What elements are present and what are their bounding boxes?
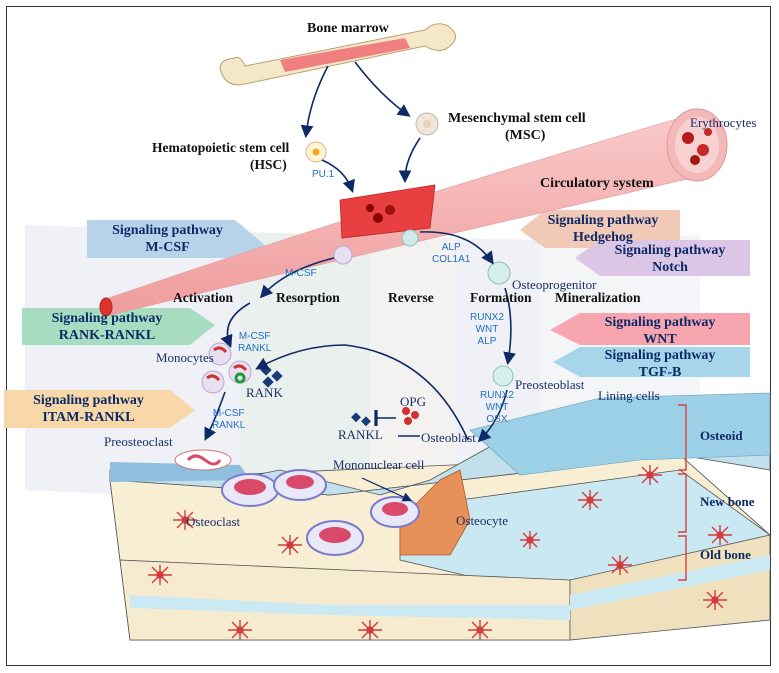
pathway-banners: [4, 210, 750, 428]
layer-osteoid: Osteoid: [700, 428, 743, 443]
runx2-wnt-osx-label: RUNX2 WNT OSX: [480, 390, 514, 426]
pathway-mcsf-line1: Signaling pathway: [112, 223, 223, 238]
pathway-hedgehog-line1: Signaling pathway: [547, 213, 659, 228]
runx2-label-1: RUNX2: [470, 312, 504, 323]
mcsf-label-3: M-CSF: [212, 408, 245, 419]
runx2-wnt-alp-label: RUNX2 WNT ALP: [470, 312, 504, 348]
opg-label: OPG: [400, 394, 427, 409]
osx-label: OSX: [486, 414, 508, 425]
mcsf-rankl-label-2: M-CSF RANKL: [212, 408, 245, 432]
blood-vessel: [99, 108, 728, 317]
mcsf-rankl-label-1: M-CSF RANKL: [238, 331, 271, 355]
banner-mcsf: [87, 220, 265, 258]
pathway-arrows: [204, 61, 516, 502]
banner-notch: [575, 240, 750, 276]
mononuclear-cells: [399, 469, 471, 556]
osteoblast-label: Osteoblast: [421, 430, 476, 445]
msc-abbr-label: (MSC): [505, 128, 546, 143]
bone-marrow-label: Bone marrow: [307, 21, 389, 36]
hsc-label: Hematopoietic stem cell: [152, 140, 290, 155]
layer-brackets: [678, 404, 687, 581]
rank-label: RANK: [246, 385, 283, 400]
banner-hedgehog: [520, 210, 680, 248]
pu1-label: PU.1: [312, 169, 335, 180]
pathway-mcsf: Signaling pathway M-CSF: [100, 222, 235, 256]
mononuclear-cell-label: Mononuclear cell: [333, 457, 425, 472]
banner-itam-rankl: [4, 390, 195, 428]
rankl-factor-label-1: RANKL: [238, 343, 272, 354]
pathway-itam-rankl-line1: Signaling pathway: [33, 393, 144, 408]
phase-formation: Formation: [470, 290, 532, 305]
hsc-abbr-label: (HSC): [250, 157, 287, 172]
mcsf-label-2: M-CSF: [238, 331, 271, 342]
monocytes-label: Monocytes: [156, 350, 214, 365]
preosteoblast-label: Preosteoblast: [515, 377, 585, 392]
osteoclast-label: Osteoclast: [186, 514, 241, 529]
wnt-label-1: WNT: [475, 324, 499, 335]
erythrocytes-label: Erythrocytes: [690, 115, 757, 130]
banner-rank-rankl: [22, 308, 215, 345]
pathway-wnt-line2: WNT: [643, 332, 677, 347]
mcsf-label: M-CSF: [285, 268, 317, 279]
bone-marrow-illustration: [219, 23, 456, 86]
pathway-wnt: Signaling pathway WNT: [575, 314, 745, 348]
pathway-notch-line1: Signaling pathway: [614, 243, 726, 258]
rankl-factor-label-2: RANKL: [212, 420, 246, 431]
pathway-wnt-line1: Signaling pathway: [604, 315, 716, 330]
wnt-label-2: WNT: [485, 402, 509, 413]
pathway-itam-rankl-line2: ITAM-RANKL: [42, 410, 135, 425]
figure-frame: [6, 6, 771, 666]
stem-cells: [305, 112, 439, 163]
osteoprogenitor-label: Osteoprogenitor: [512, 277, 597, 292]
alp-col1a1-label: ALP COL1A1: [432, 242, 470, 266]
runx2-label-2: RUNX2: [480, 390, 514, 401]
pathway-hedgehog: Signaling pathway Hedgehog: [528, 212, 678, 246]
osteocyte-label: Osteocyte: [456, 513, 508, 528]
layer-old-bone: Old bone: [700, 547, 751, 562]
phase-mineralization: Mineralization: [555, 290, 641, 305]
circulatory-system-label: Circulatory system: [540, 176, 654, 191]
pathway-mcsf-line2: M-CSF: [145, 240, 190, 255]
banner-wnt: [550, 313, 750, 345]
pathway-tgfb-line1: Signaling pathway: [604, 348, 716, 363]
pathway-rank-rankl-line1: Signaling pathway: [51, 311, 163, 326]
lining-cells-label: Lining cells: [598, 388, 660, 403]
pathway-rank-rankl-line2: RANK-RANKL: [58, 328, 156, 343]
pathway-hedgehog-line2: Hedgehog: [573, 230, 633, 245]
small-cells: [201, 229, 514, 427]
pathway-itam-rankl: Signaling pathway ITAM-RANKL: [6, 392, 171, 426]
pathway-tgfb: Signaling pathway TGF-B: [575, 347, 745, 381]
osteoclasts: [221, 469, 420, 556]
col1a1-label: COL1A1: [432, 254, 471, 265]
rankl-label: RANKL: [338, 427, 383, 442]
pathway-rank-rankl: Signaling pathway RANK-RANKL: [22, 310, 192, 344]
pathway-tgfb-line2: TGF-B: [638, 365, 682, 380]
alp-label: ALP: [441, 242, 461, 253]
msc-label: Mesenchymal stem cell: [448, 111, 586, 126]
preosteoclast-cell: [174, 449, 232, 471]
phase-resorption: Resorption: [276, 290, 340, 305]
pathway-notch-line2: Notch: [652, 260, 688, 275]
osteocyte-stars: [148, 465, 732, 640]
alp-label-2: ALP: [477, 336, 497, 347]
phase-activation: Activation: [173, 290, 233, 305]
preosteoclast-label: Preosteoclast: [104, 434, 173, 449]
phase-reverse: Reverse: [388, 290, 434, 305]
banner-tgfb: [553, 347, 750, 377]
layer-new-bone: New bone: [700, 494, 755, 509]
pathway-notch: Signaling pathway Notch: [595, 242, 745, 276]
